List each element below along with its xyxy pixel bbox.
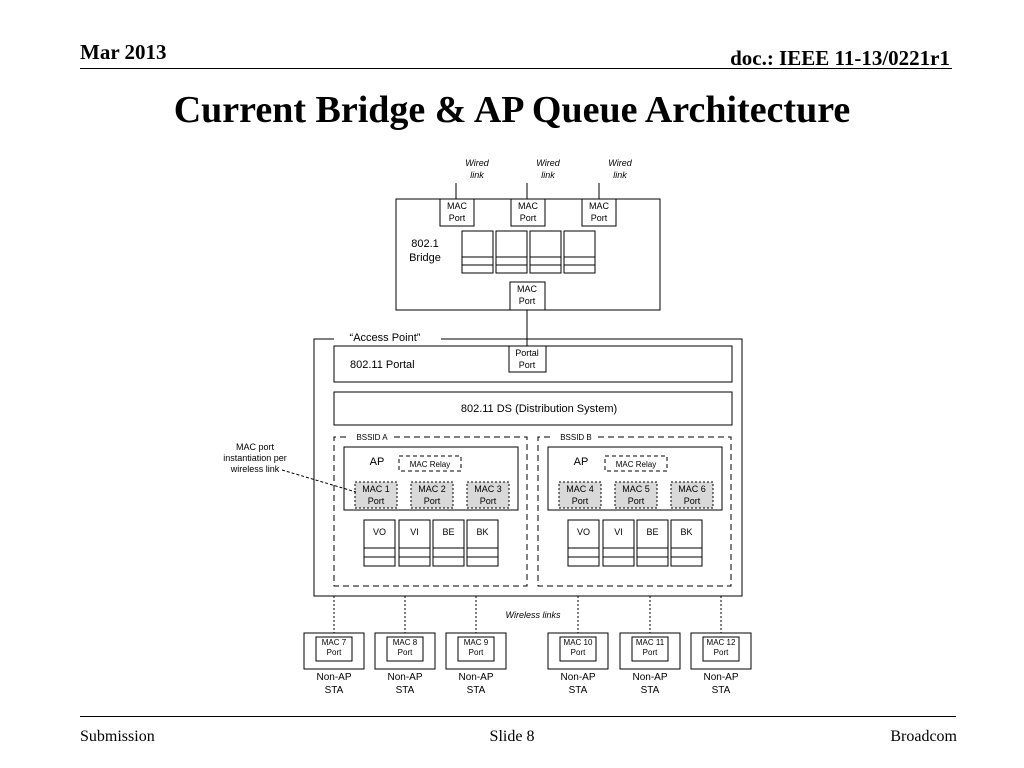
sta-box: [690, 632, 752, 670]
ap-box: [547, 446, 723, 511]
bridge-queue: [563, 230, 596, 274]
mac-relay-label: MAC Relay: [410, 460, 450, 469]
sta-box: [303, 632, 365, 670]
bridge-queue: [495, 230, 528, 274]
ac-queue: [363, 519, 396, 567]
wireless-links-label: Wireless links: [506, 610, 561, 620]
bss-mac-port: [466, 481, 510, 509]
sta-box: [374, 632, 436, 670]
access-point-box: [313, 338, 743, 597]
footer-submission: Submission: [80, 728, 155, 745]
bridge-mac-port: [581, 198, 617, 227]
header-date: Mar 2013: [80, 40, 167, 64]
portal-port: [508, 345, 547, 373]
ac-queue: [602, 519, 635, 567]
portal-label: 802.11 Portal: [350, 359, 415, 371]
ac-queue-label: VO: [577, 527, 590, 537]
ds-box: [333, 391, 733, 426]
ac-queue: [398, 519, 431, 567]
header-doc-id: doc.: IEEE 11-13/0221r1: [730, 46, 950, 70]
ac-queue-label: BK: [680, 527, 692, 537]
ac-queue-label: BK: [476, 527, 488, 537]
ac-queue-label: VO: [373, 527, 386, 537]
sta-box: [445, 632, 507, 670]
bssid-box: [333, 436, 528, 587]
sta-mac-port: [386, 636, 424, 662]
sta-mac-port: [457, 636, 495, 662]
slide-title: Current Bridge & AP Queue Architecture: [173, 89, 851, 131]
bss-mac-port: [354, 481, 398, 509]
header-rule: [80, 68, 952, 69]
sta-mac-port: [315, 636, 353, 662]
bssid-label: BSSID B: [560, 433, 592, 442]
sta-mac-port: [702, 636, 740, 662]
ac-queue-label: VI: [410, 527, 419, 537]
sta-mac-port: [631, 636, 669, 662]
ac-queue-label: BE: [646, 527, 658, 537]
bridge-mac-port: [439, 198, 475, 227]
ac-queue-label: VI: [614, 527, 623, 537]
footer-rule: [80, 716, 956, 717]
ap-label: AP: [574, 456, 589, 468]
bridge-queue: [461, 230, 494, 274]
ac-queue: [567, 519, 600, 567]
sta-box: [619, 632, 681, 670]
ac-queue: [636, 519, 669, 567]
bss-mac-port: [670, 481, 714, 509]
sta-mac-port: [559, 636, 597, 662]
ap-box: [343, 446, 519, 511]
sta-box: [547, 632, 609, 670]
mac-relay-label: MAC Relay: [616, 460, 656, 469]
bssid-box: [537, 436, 732, 587]
bridge-mac-port: [510, 198, 546, 227]
ds-label: 802.11 DS (Distribution System): [461, 403, 617, 415]
ap-label: AP: [370, 456, 385, 468]
footer-slide-number: Slide 8: [489, 728, 535, 745]
access-point-label: “Access Point”: [350, 332, 421, 344]
bss-mac-port: [558, 481, 602, 509]
footer-company: Broadcom: [890, 728, 957, 745]
bss-mac-port: [614, 481, 658, 509]
bssid-label: BSSID A: [356, 433, 388, 442]
ac-queue: [432, 519, 465, 567]
callout-leader: [281, 469, 357, 493]
mac-relay-box: [398, 455, 462, 472]
bss-mac-port: [410, 481, 454, 509]
bridge-queue: [529, 230, 562, 274]
mac-relay-box: [604, 455, 668, 472]
ac-queue-label: BE: [442, 527, 454, 537]
ac-queue: [670, 519, 703, 567]
ac-queue: [466, 519, 499, 567]
